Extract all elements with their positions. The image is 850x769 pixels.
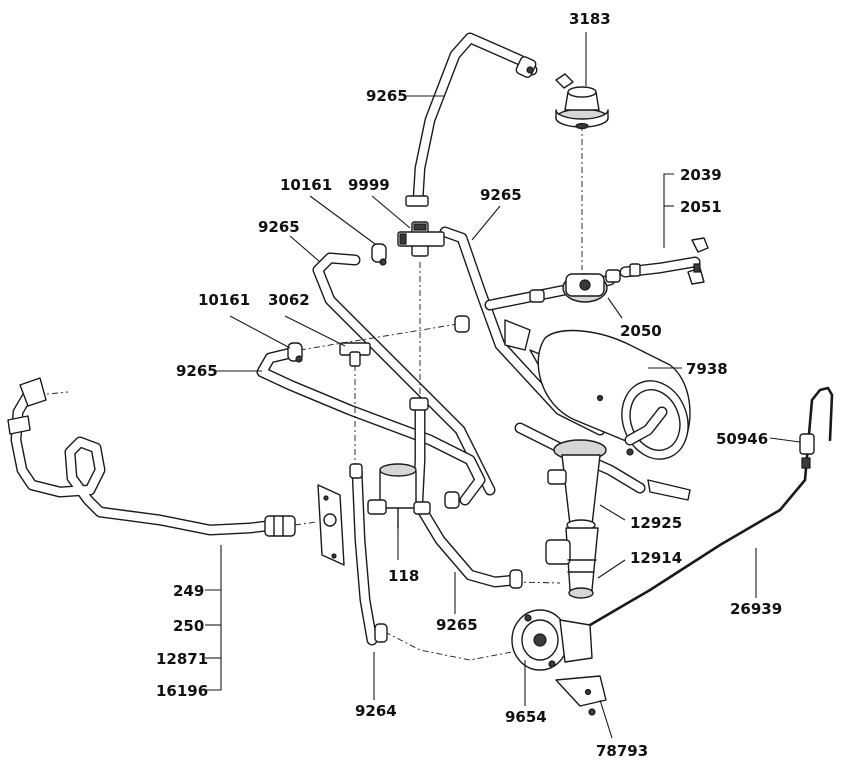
part-filler-neck-end [7,377,47,435]
callout-9264: 9264 [355,702,397,720]
hose-9264 [351,464,378,646]
part-78793-bracket [555,675,607,716]
callout-26939: 26939 [730,600,782,618]
callout-12871: 12871 [156,650,208,668]
callout-78793: 78793 [596,742,648,760]
hose-9265-top [412,32,538,206]
part-118-valve [367,463,431,529]
callout-9265-side: 9265 [176,362,218,380]
callout-50946: 50946 [716,430,768,448]
callout-9265-left: 9265 [258,218,300,236]
callout-7938: 7938 [686,360,728,378]
callout-2039: 2039 [680,166,722,184]
callout-249: 249 [173,582,204,600]
callout-3183: 3183 [569,10,611,28]
callout-9999: 9999 [348,176,390,194]
part-3062-tee [339,342,371,367]
callout-250: 250 [173,617,204,635]
part-10161-clamp-lower [287,342,303,363]
part-2050-purge-valve [529,263,641,303]
callout-10161-b: 10161 [198,291,250,309]
leader-lines [205,32,801,739]
callout-9265-mid: 9265 [480,186,522,204]
assembly-lines [37,125,583,661]
callout-12914: 12914 [630,549,682,567]
callout-3062: 3062 [268,291,310,309]
part-3183-vent-valve [555,73,609,130]
callout-9265-bottom: 9265 [436,616,478,634]
callout-12925: 12925 [630,514,682,532]
callout-118: 118 [388,567,419,585]
pipe-vertical-center [412,399,426,506]
connector-top-hose [515,56,537,78]
callouts: 3183 9265 2039 2051 10161 9999 9265 9265… [156,10,782,760]
part-10161-clamp-upper [371,243,387,266]
part-7938-charcoal-canister [504,319,691,501]
part-50946-connector [799,433,815,469]
part-2039-clip [687,237,709,285]
callout-2050: 2050 [620,322,662,340]
part-coupling-filler [264,515,296,537]
hose-9265-bottom [416,504,521,588]
part-bracket-plate [317,484,345,566]
callout-9265-top: 9265 [366,87,408,105]
callout-10161-a: 10161 [280,176,332,194]
callout-9654: 9654 [505,708,547,726]
hose-9265-side [256,346,486,506]
callout-16196: 16196 [156,682,208,700]
hose-249-filler [10,389,281,536]
part-9999-cross-fitting [397,195,445,257]
hose-clamps [349,315,523,643]
part-12925-filter [547,439,607,531]
part-9654-pump [511,609,593,671]
part-12914-filter-housing [545,527,599,599]
callout-2051: 2051 [680,198,722,216]
